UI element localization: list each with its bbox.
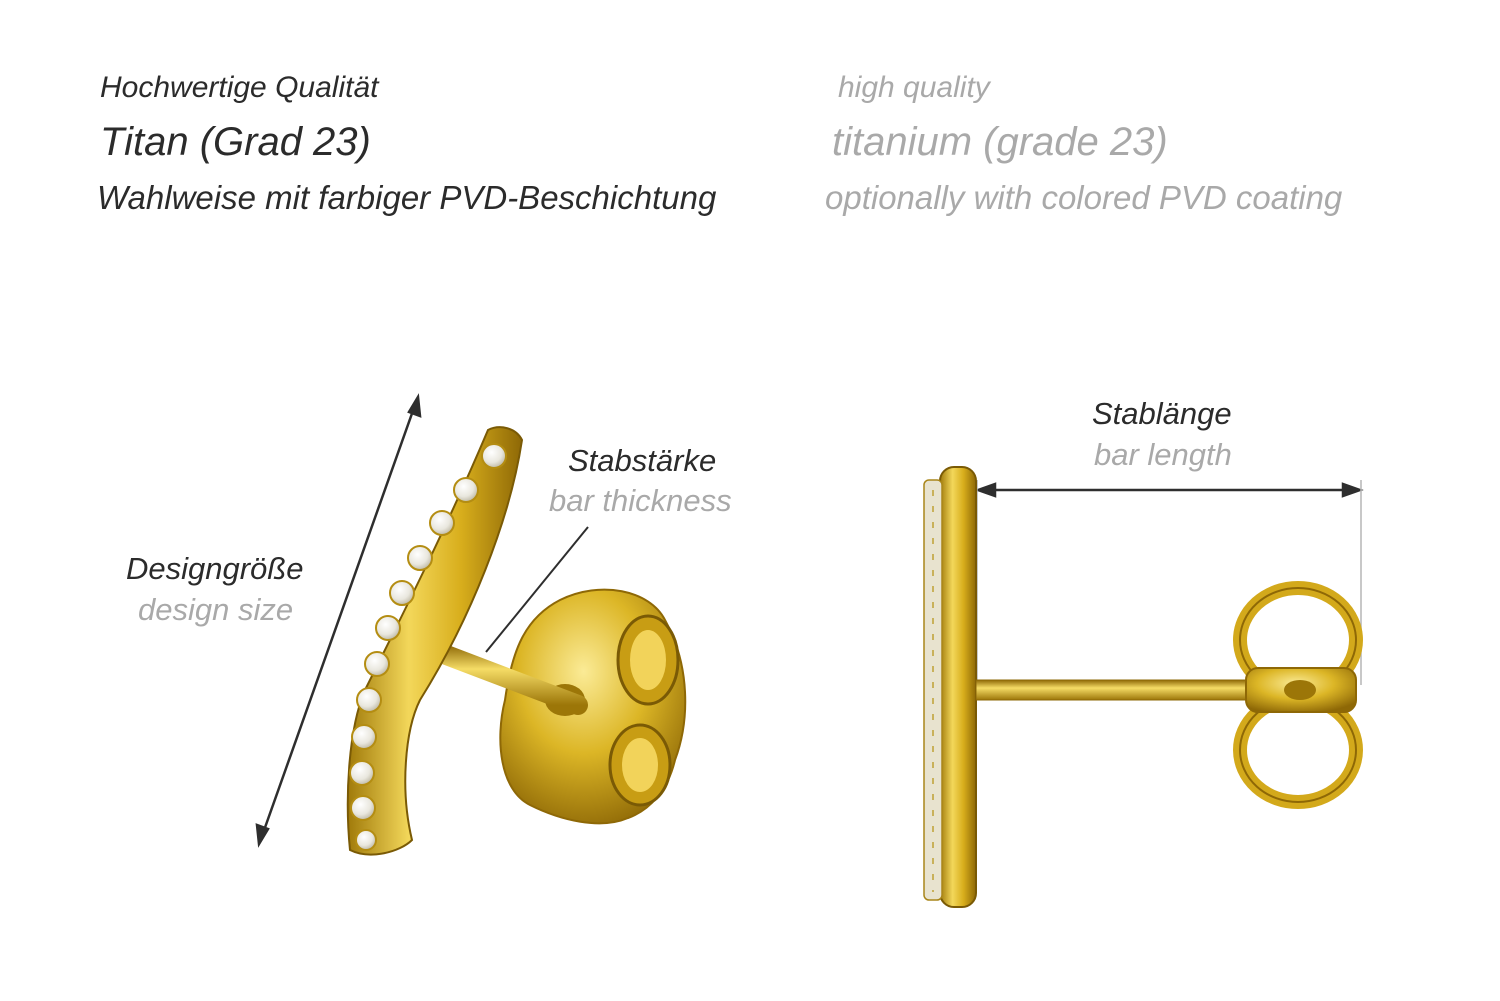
bar-thickness-label-en: bar thickness <box>549 483 732 518</box>
bar-length-arrow <box>974 482 1364 498</box>
earring-back-left <box>499 588 687 825</box>
earring-post-right <box>975 679 1247 701</box>
earring-bar-side <box>923 466 977 908</box>
bar-length-label-de: Stablänge <box>1092 396 1232 431</box>
earring-back-right <box>1233 581 1363 809</box>
material-label-en: titanium (grade 23) <box>832 120 1168 164</box>
earring-bar-left <box>346 426 524 856</box>
bar-thickness-label-de: Stabstärke <box>568 443 717 478</box>
pvd-label-en: optionally with colored PVD coating <box>825 179 1343 216</box>
design-size-label-en: design size <box>138 592 294 627</box>
quality-label-en: high quality <box>838 71 990 104</box>
design-size-label-de: Designgröße <box>126 551 304 586</box>
quality-label-de: Hochwertige Qualität <box>100 71 379 104</box>
bar-length-label-en: bar length <box>1094 437 1232 472</box>
pvd-label-de: Wahlweise mit farbiger PVD-Beschichtung <box>97 179 717 216</box>
material-label-de: Titan (Grad 23) <box>100 120 371 164</box>
bar-thickness-pointer <box>485 526 589 653</box>
design-size-arrow <box>255 393 422 848</box>
stones-left <box>349 443 507 851</box>
